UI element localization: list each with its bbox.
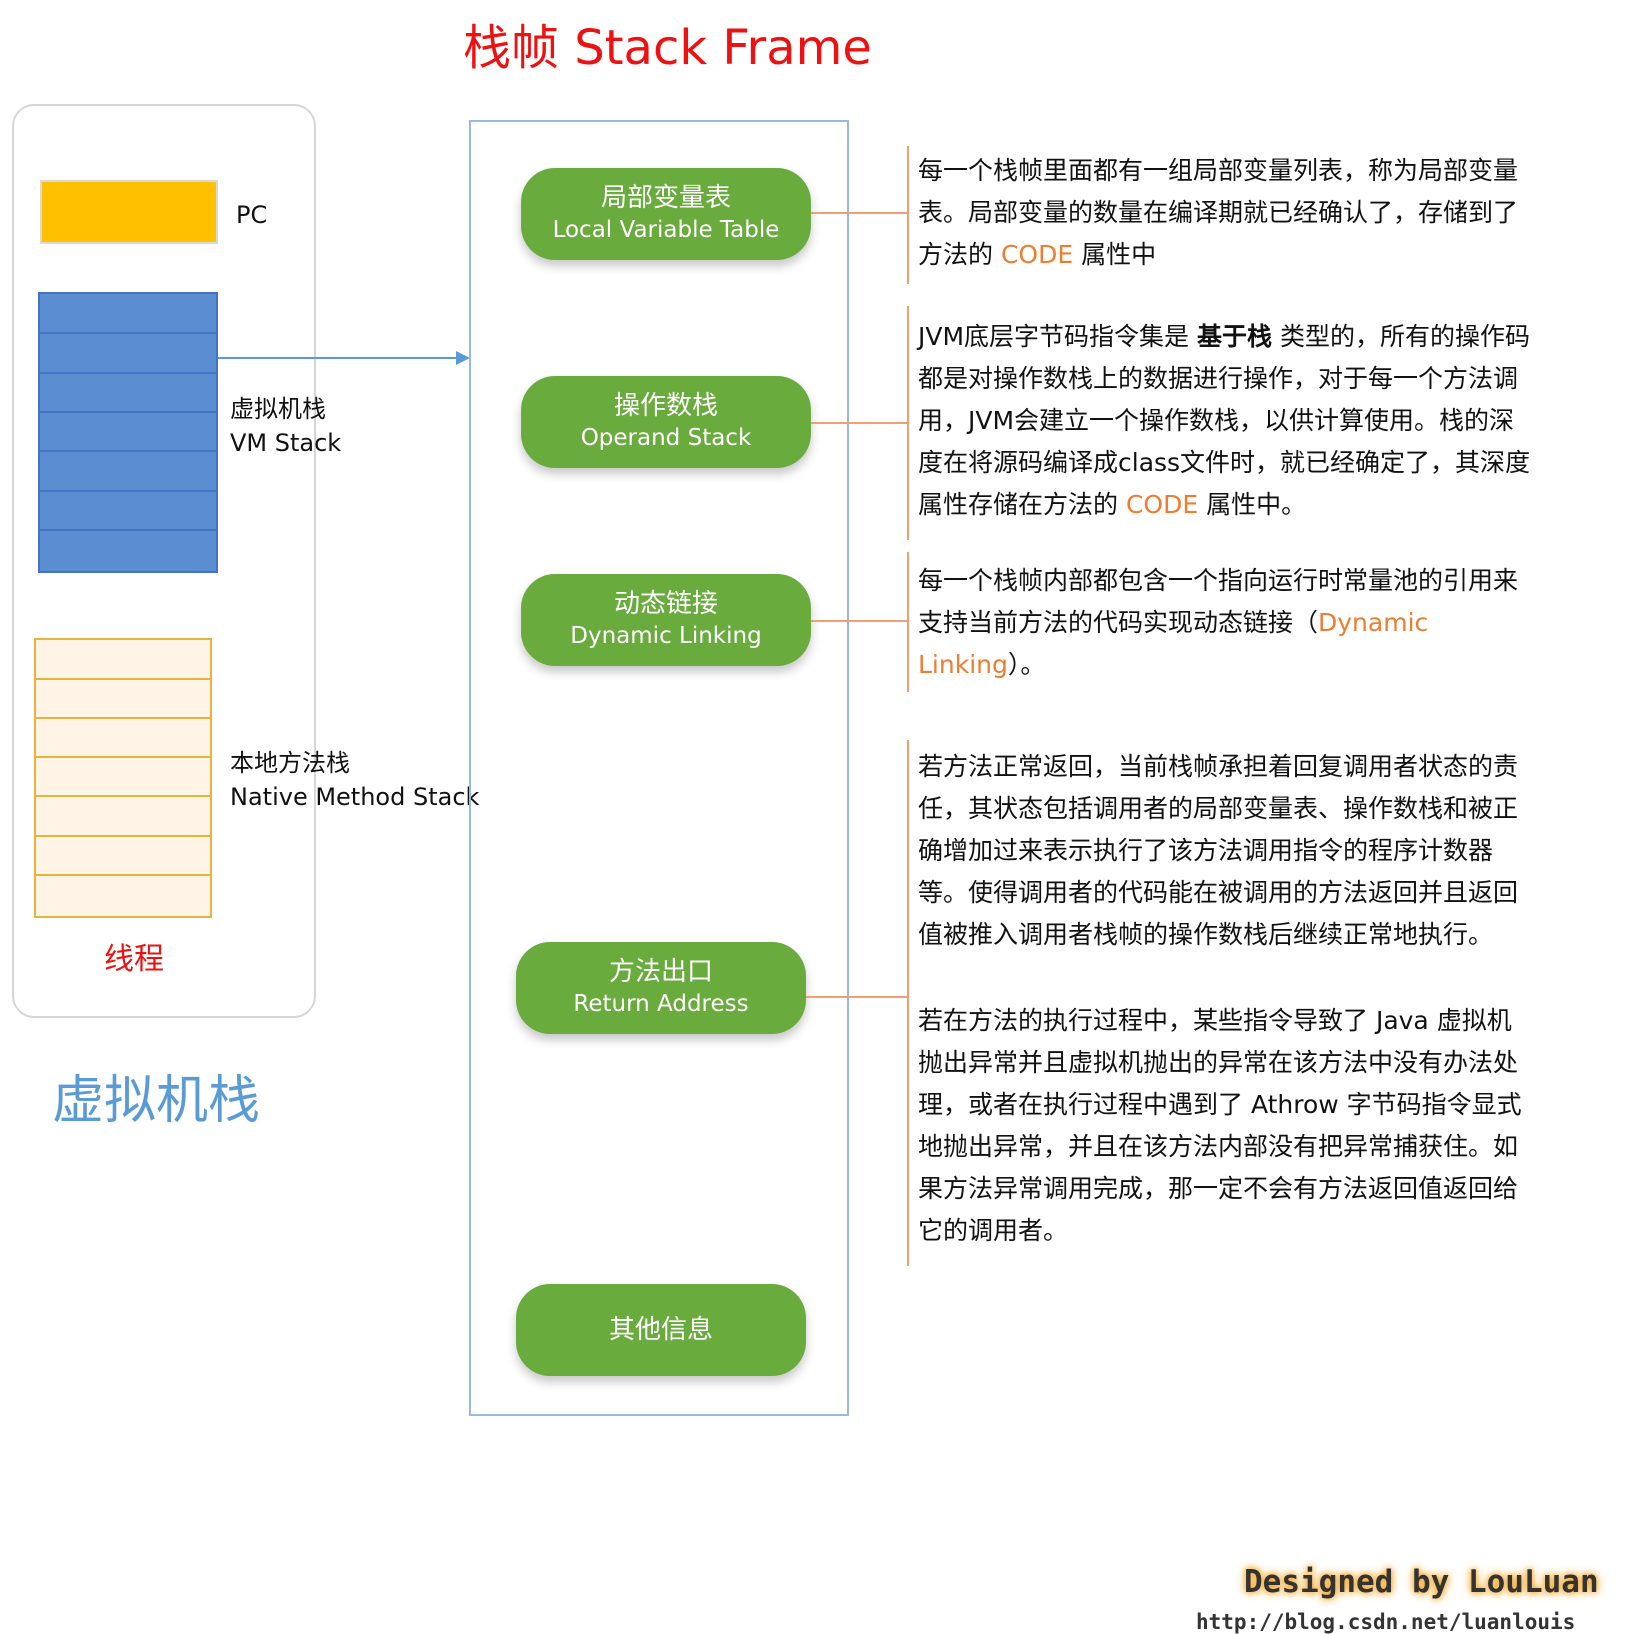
vm-stack-label: 虚拟机栈 VM Stack bbox=[230, 392, 341, 460]
frame-item-zh: 局部变量表 bbox=[600, 183, 731, 213]
native-stack-row-divider bbox=[36, 874, 210, 876]
native-stack-label-zh: 本地方法栈 bbox=[230, 749, 350, 777]
frame-item-operand-stack: 操作数栈 Operand Stack bbox=[521, 376, 811, 468]
frame-item-other-info: 其他信息 bbox=[516, 1284, 806, 1376]
vm-stack-row-divider bbox=[40, 529, 216, 531]
stack-based-emphasis: 基于栈 bbox=[1197, 322, 1273, 351]
vm-stack-row-divider bbox=[40, 372, 216, 374]
connector-line bbox=[806, 996, 908, 998]
desc-line: 理，或者在执行过程中遇到了 Athrow 字节码指令显式 bbox=[918, 1090, 1522, 1119]
dynamic-linking-description: 每一个栈帧内部都包含一个指向运行时常量池的引用来 支持当前方法的代码实现动态链接… bbox=[918, 560, 1578, 686]
native-method-stack-block bbox=[34, 638, 212, 918]
vm-stack-row-divider bbox=[40, 490, 216, 492]
desc-line: 任，其状态包括调用者的局部变量表、操作数栈和被正 bbox=[918, 794, 1519, 823]
desc-line: 用，JVM会建立一个操作数栈，以供计算使用。栈的深 bbox=[918, 406, 1515, 435]
frame-item-en: Local Variable Table bbox=[552, 217, 780, 243]
desc-line: 等。使得调用者的代码能在被调用的方法返回并且返回 bbox=[918, 878, 1519, 907]
vm-stack-row-divider bbox=[40, 450, 216, 452]
connector-line bbox=[811, 422, 908, 424]
desc-text: 属性中 bbox=[1073, 240, 1157, 269]
frame-item-dynamic-linking: 动态链接 Dynamic Linking bbox=[521, 574, 811, 666]
native-stack-row-divider bbox=[36, 756, 210, 758]
connector-bracket bbox=[907, 146, 909, 284]
native-stack-row-divider bbox=[36, 678, 210, 680]
connector-bracket bbox=[907, 740, 909, 1266]
local-variable-table-description: 每一个栈帧里面都有一组局部变量列表，称为局部变量 表。局部变量的数量在编译期就已… bbox=[918, 150, 1578, 276]
vm-stack-block bbox=[38, 292, 218, 573]
desc-line: 每一个栈帧内部都包含一个指向运行时常量池的引用来 bbox=[918, 566, 1519, 595]
desc-line: 方法的 CODE 属性中 bbox=[918, 234, 1578, 276]
native-stack-row-divider bbox=[36, 717, 210, 719]
vm-stack-caption: 虚拟机栈 bbox=[52, 1071, 261, 1131]
code-attribute-highlight: CODE bbox=[1000, 240, 1074, 269]
code-attribute-highlight: CODE bbox=[1125, 490, 1199, 519]
diagram-title: 栈帧 Stack Frame bbox=[463, 20, 872, 76]
vm-stack-label-zh: 虚拟机栈 bbox=[230, 395, 326, 423]
desc-line: 每一个栈帧里面都有一组局部变量列表，称为局部变量 bbox=[918, 156, 1519, 185]
operand-stack-description: JVM底层字节码指令集是 基于栈 类型的，所有的操作码 都是对操作数栈上的数据进… bbox=[918, 316, 1578, 526]
dynamic-linking-highlight: Dynamic bbox=[1318, 608, 1429, 637]
desc-line: 都是对操作数栈上的数据进行操作，对于每一个方法调 bbox=[918, 364, 1519, 393]
desc-text: 支持当前方法的代码实现动态链接（ bbox=[918, 608, 1319, 637]
frame-item-zh: 操作数栈 bbox=[613, 391, 718, 421]
desc-line: 果方法异常调用完成，那一定不会有方法返回值返回给 bbox=[918, 1174, 1519, 1203]
arrow-head-icon bbox=[456, 351, 470, 365]
connector-line bbox=[811, 620, 908, 622]
desc-text: 属性存储在方法的 bbox=[918, 490, 1126, 519]
native-stack-row-divider bbox=[36, 835, 210, 837]
desc-text: JVM底层字节码指令集是 bbox=[918, 322, 1197, 351]
frame-item-local-variable-table: 局部变量表 Local Variable Table bbox=[521, 168, 811, 260]
frame-item-zh: 动态链接 bbox=[613, 589, 718, 619]
connector-line bbox=[811, 212, 908, 214]
native-method-stack-label: 本地方法栈 Native Method Stack bbox=[230, 746, 479, 814]
desc-line: 它的调用者。 bbox=[918, 1216, 1069, 1245]
designer-signature: Designed by LouLuan bbox=[1244, 1564, 1599, 1600]
desc-line: 抛出异常并且虚拟机抛出的异常在该方法中没有办法处 bbox=[918, 1048, 1519, 1077]
desc-line: 值被推入调用者栈帧的操作数栈后继续正常地执行。 bbox=[918, 920, 1494, 949]
vm-stack-label-en: VM Stack bbox=[230, 429, 342, 457]
vm-stack-to-frame-arrow bbox=[218, 351, 470, 365]
desc-line: 若在方法的执行过程中，某些指令导致了 Java 虚拟机 bbox=[918, 1006, 1512, 1035]
desc-line: 支持当前方法的代码实现动态链接（Dynamic bbox=[918, 602, 1578, 644]
native-stack-row-divider bbox=[36, 795, 210, 797]
desc-text: 属性中。 bbox=[1198, 490, 1307, 519]
desc-line: Linking）。 bbox=[918, 644, 1578, 686]
return-exception-description: 若在方法的执行过程中，某些指令导致了 Java 虚拟机 抛出异常并且虚拟机抛出的… bbox=[918, 1000, 1578, 1252]
desc-line: 若方法正常返回，当前栈帧承担着回复调用者状态的责 bbox=[918, 752, 1519, 781]
frame-item-en: Operand Stack bbox=[580, 425, 752, 451]
desc-line: 属性存储在方法的 CODE 属性中。 bbox=[918, 484, 1578, 526]
desc-line: 确增加过来表示执行了该方法调用指令的程序计数器 bbox=[918, 836, 1494, 865]
return-normal-description: 若方法正常返回，当前栈帧承担着回复调用者状态的责 任，其状态包括调用者的局部变量… bbox=[918, 746, 1578, 956]
desc-line: 表。局部变量的数量在编译期就已经确认了，存储到了 bbox=[918, 198, 1519, 227]
vm-stack-row-divider bbox=[40, 411, 216, 413]
connector-bracket bbox=[907, 306, 909, 540]
desc-line: 地抛出异常，并且在该方法内部没有把异常捕获住。如 bbox=[918, 1132, 1519, 1161]
desc-text: ）。 bbox=[1007, 650, 1046, 679]
frame-item-en: Return Address bbox=[573, 991, 749, 1017]
frame-item-return-address: 方法出口 Return Address bbox=[516, 942, 806, 1034]
desc-line: 度在将源码编译成class文件时，就已经确定了，其深度 bbox=[918, 448, 1531, 477]
native-stack-label-en: Native Method Stack bbox=[230, 783, 480, 811]
desc-text: 类型的，所有的操作码 bbox=[1272, 322, 1530, 351]
stack-frame-box bbox=[469, 120, 849, 1416]
desc-text: 方法的 bbox=[918, 240, 1001, 269]
vm-stack-row-divider bbox=[40, 332, 216, 334]
thread-label: 线程 bbox=[104, 942, 164, 977]
frame-item-zh: 其他信息 bbox=[608, 1315, 713, 1345]
blog-url: http://blog.csdn.net/luanlouis bbox=[1196, 1610, 1576, 1634]
pc-label: PC bbox=[236, 201, 268, 229]
frame-item-en: Dynamic Linking bbox=[570, 623, 762, 649]
pc-register-block bbox=[40, 180, 218, 244]
dynamic-linking-highlight: Linking bbox=[918, 650, 1008, 679]
connector-bracket bbox=[907, 552, 909, 692]
desc-line: JVM底层字节码指令集是 基于栈 类型的，所有的操作码 bbox=[918, 316, 1578, 358]
frame-item-zh: 方法出口 bbox=[608, 957, 713, 987]
